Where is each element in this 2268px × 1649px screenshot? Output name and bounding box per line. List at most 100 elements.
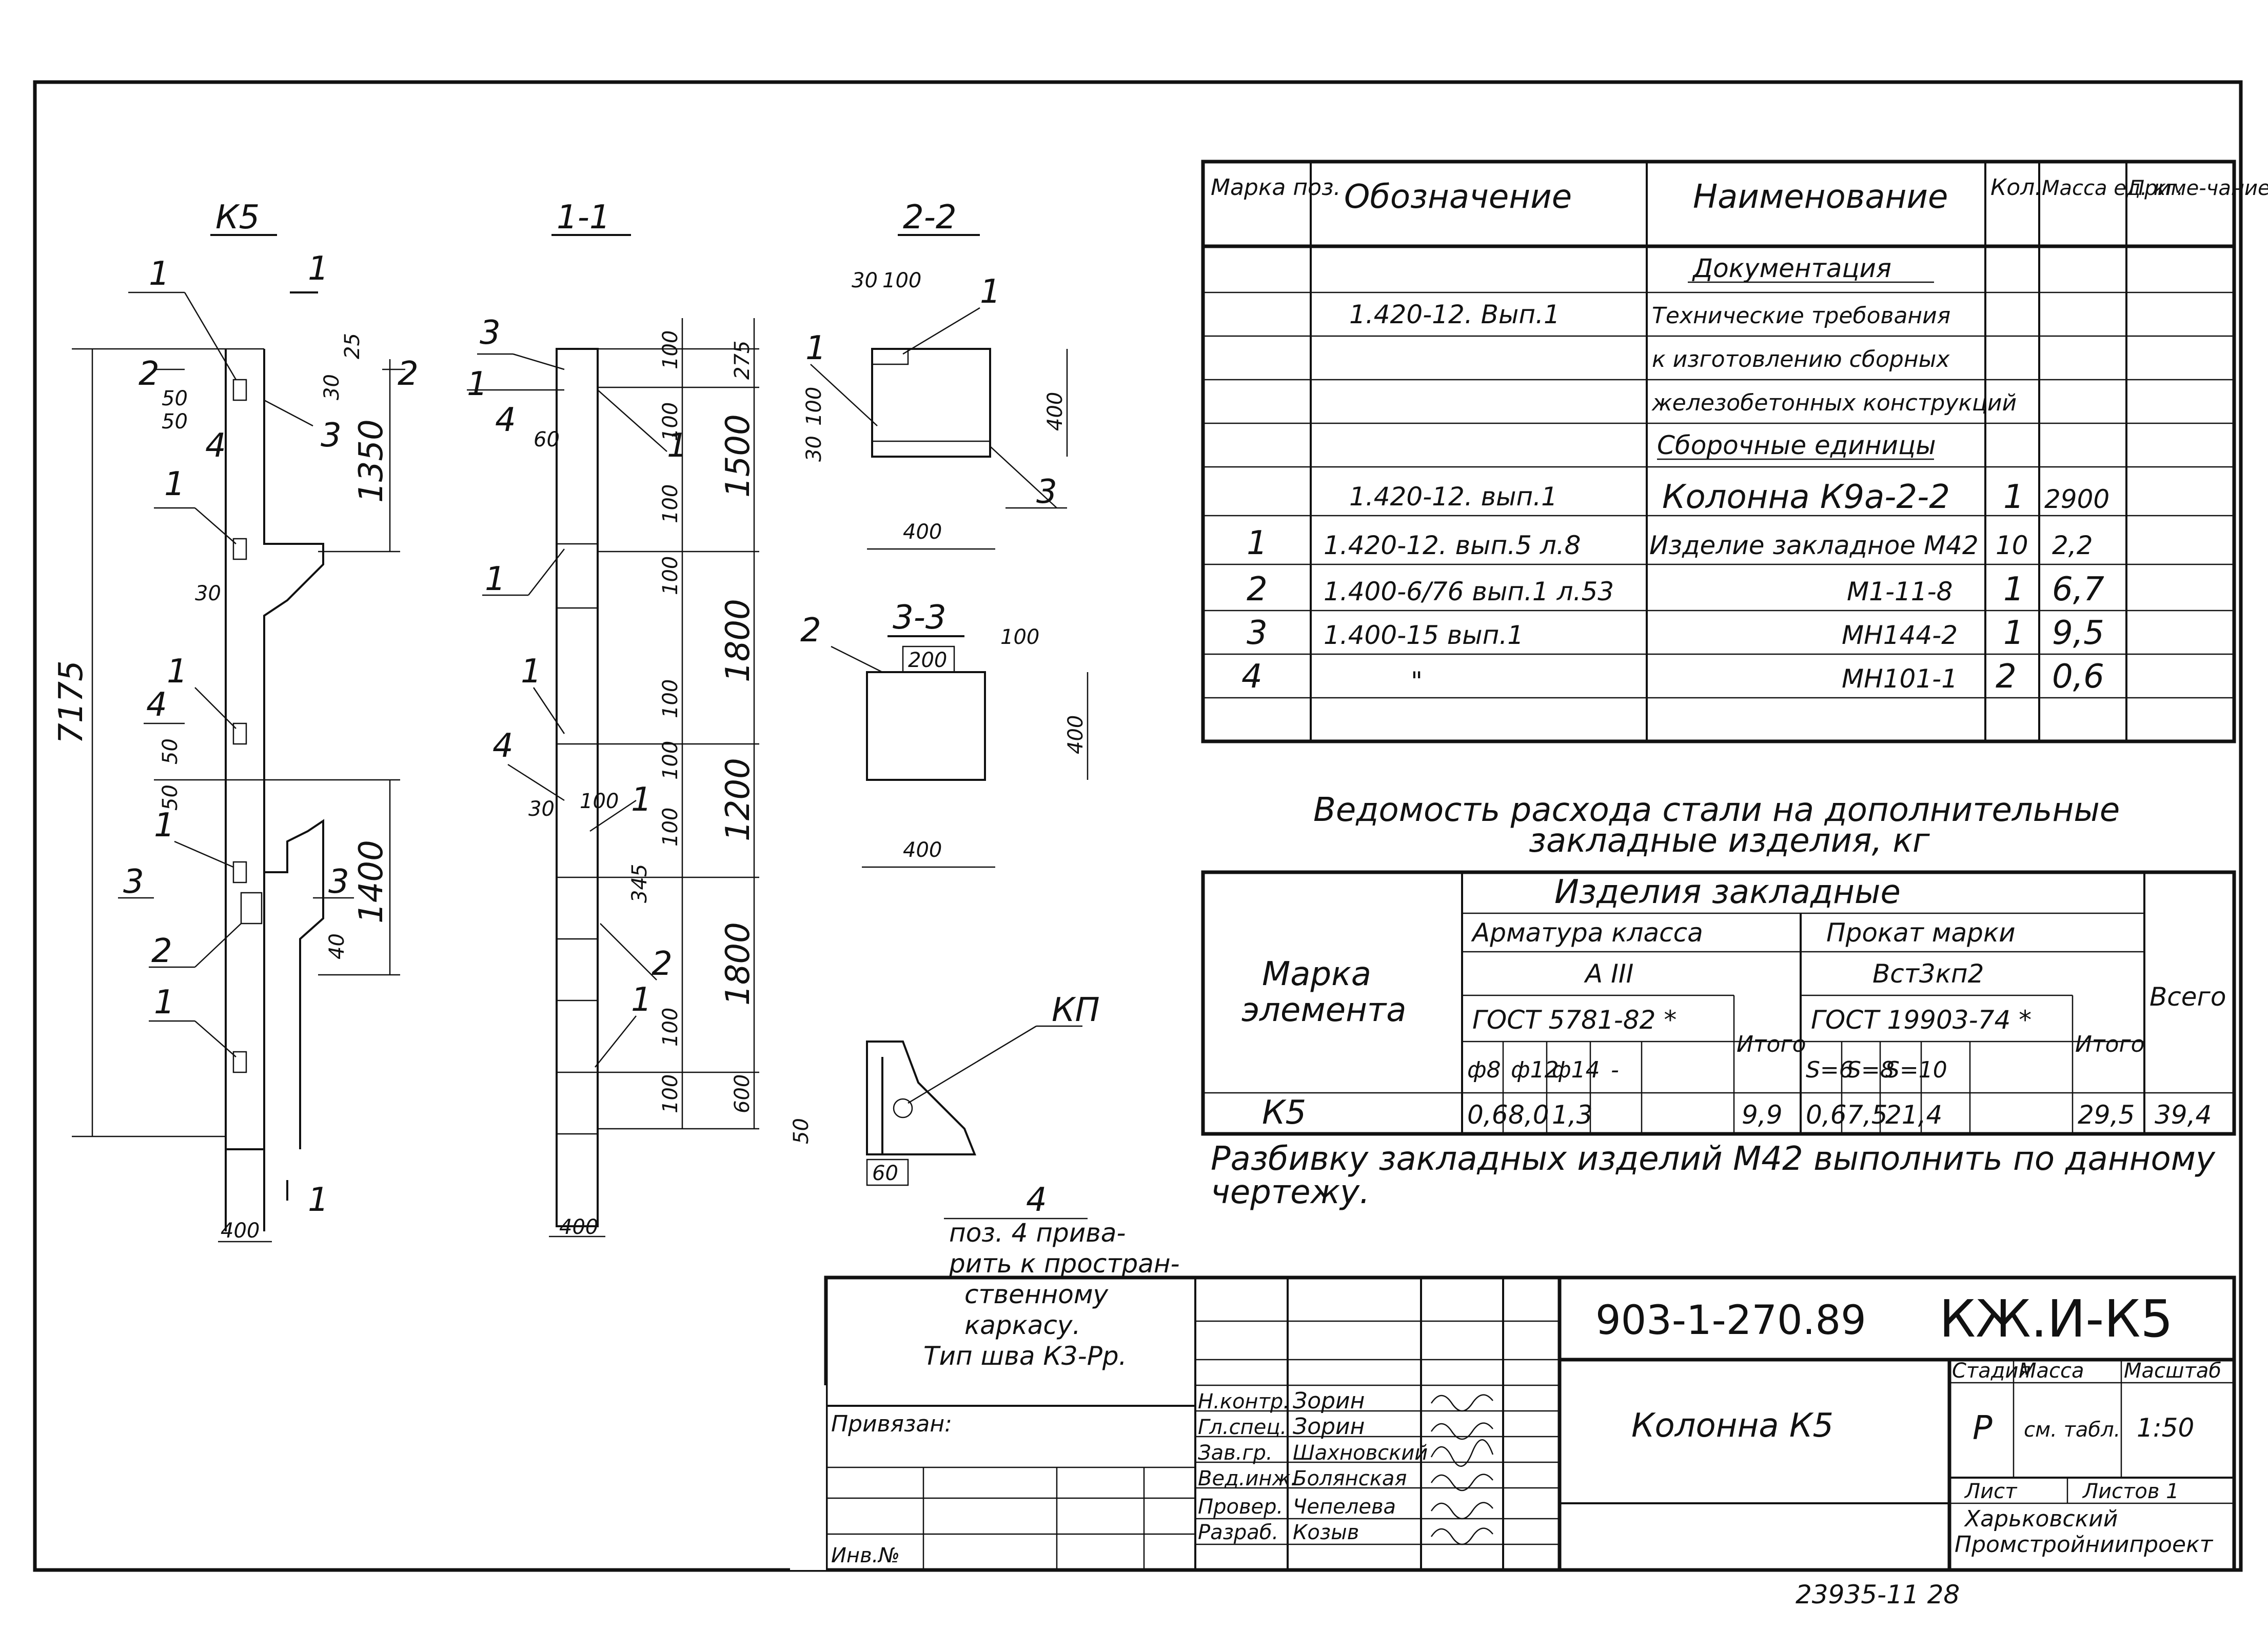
- steel-arm-header: Арматура класса: [1471, 918, 1703, 948]
- item-name: Колонна К5: [1631, 1407, 1833, 1445]
- svg-text:275: 275: [731, 341, 754, 380]
- spec-row-6-mark: 1: [1247, 524, 1268, 562]
- spec-row-6-mass: 2,2: [2052, 531, 2093, 560]
- svg-text:Зорин: Зорин: [1293, 1388, 1365, 1414]
- svg-text:100: 100: [659, 808, 682, 847]
- spec-header-designation: Обозначение: [1344, 178, 1572, 216]
- svg-text:25: 25: [341, 333, 364, 359]
- svg-text:4: 4: [495, 401, 516, 439]
- svg-text:30: 30: [528, 797, 555, 821]
- svg-text:29,5: 29,5: [2078, 1100, 2135, 1130]
- svg-text:-: -: [1611, 1057, 1619, 1083]
- spec-row-2-name: к изготовлению сборных: [1652, 346, 1950, 372]
- svg-text:1: 1: [154, 807, 175, 845]
- svg-text:30: 30: [195, 582, 221, 605]
- spec-row-9-des: ": [1411, 666, 1423, 696]
- weld-note-4: каркасу.: [964, 1310, 1080, 1340]
- svg-text:60: 60: [872, 1162, 898, 1185]
- svg-text:Лист: Лист: [1964, 1480, 2018, 1503]
- svg-text:2: 2: [800, 612, 821, 650]
- svg-text:1: 1: [631, 781, 652, 819]
- svg-text:3: 3: [328, 863, 349, 901]
- svg-text:1:50: 1:50: [2137, 1413, 2194, 1443]
- svg-text:Провер.: Провер.: [1198, 1495, 1283, 1519]
- spec-row-7-mark: 2: [1247, 571, 1268, 608]
- svg-text:Гл.спец.: Гл.спец.: [1198, 1416, 1287, 1439]
- steel-title-2: закладные изделия, кг: [1529, 822, 1930, 860]
- svg-text:100: 100: [659, 556, 682, 595]
- svg-text:9,9: 9,9: [1742, 1100, 1783, 1130]
- steel-row-mark: К5: [1262, 1094, 1306, 1132]
- svg-text:100: 100: [659, 484, 682, 523]
- spec-row-8-mark: 3: [1247, 614, 1268, 652]
- spec-row-7-des: 1.400-6/76 вып.1 л.53: [1324, 577, 1614, 606]
- steel-title-1: Ведомость расхода стали на дополнительны…: [1313, 791, 2120, 829]
- steel-itogo-1: Итого: [1737, 1031, 1806, 1057]
- view-kp-detail: КП 50 60 4 поз. 4 прива- рить к простран…: [790, 991, 1180, 1371]
- view-s11-title: 1-1: [557, 199, 610, 237]
- view-k5: К5 7175 1350 30 25 1400 40 400 30: [52, 199, 419, 1243]
- view-s22-title: 2-2: [903, 199, 957, 237]
- view-s33-title: 3-3: [893, 599, 946, 637]
- note-line-2: чертежу.: [1211, 1173, 1370, 1211]
- svg-text:4: 4: [492, 727, 514, 765]
- svg-text:50: 50: [790, 1118, 813, 1144]
- svg-text:100: 100: [882, 269, 921, 292]
- svg-text:8,0: 8,0: [1508, 1100, 1549, 1130]
- svg-text:1200: 1200: [719, 758, 757, 841]
- spec-table: Марка поз. Обозначение Наименование Кол.…: [1201, 160, 2268, 743]
- svg-text:200: 200: [908, 649, 947, 672]
- spec-row-3-name: железобетонных конструкций: [1651, 390, 2017, 416]
- spec-row-7-qty: 1: [2003, 571, 2024, 608]
- view-section-2-2: 2-2 30 100 1 1 30 100 400 400 3: [802, 199, 1068, 550]
- svg-text:400: 400: [903, 838, 942, 862]
- svg-text:Стадия: Стадия: [1952, 1359, 2030, 1383]
- view-k5-title: К5: [215, 199, 260, 237]
- svg-text:400: 400: [1043, 392, 1067, 431]
- privyazan-label: Привязан:: [831, 1411, 952, 1437]
- svg-text:100: 100: [659, 741, 682, 780]
- svg-text:4: 4: [1026, 1181, 1047, 1219]
- svg-text:Р: Р: [1973, 1409, 1993, 1447]
- spec-row-5-mass: 2900: [2044, 484, 2109, 514]
- svg-text:Вед.инж.: Вед.инж.: [1198, 1467, 1297, 1490]
- svg-text:Зорин: Зорин: [1293, 1414, 1365, 1440]
- svg-text:30: 30: [802, 436, 826, 462]
- svg-text:100: 100: [659, 1008, 682, 1047]
- svg-text:100: 100: [580, 790, 619, 813]
- svg-text:Масштаб: Масштаб: [2124, 1359, 2221, 1383]
- svg-text:Чепелева: Чепелева: [1293, 1495, 1396, 1519]
- spec-row-8-des: 1.400-15 вып.1: [1324, 620, 1524, 650]
- svg-text:39,4: 39,4: [2155, 1100, 2212, 1130]
- svg-text:50: 50: [162, 387, 188, 410]
- svg-text:1: 1: [631, 981, 652, 1019]
- spec-row-docs: Документация: [1692, 253, 1891, 283]
- svg-text:3: 3: [123, 863, 144, 901]
- steel-table: Ведомость расхода стали на дополнительны…: [1201, 791, 2236, 1136]
- doc-code: 903-1-270.89: [1595, 1298, 1866, 1344]
- steel-gost1: ГОСТ 5781-82 *: [1472, 1005, 1677, 1035]
- svg-text:2: 2: [151, 932, 172, 970]
- spec-row-7-mass: 6,7: [2052, 571, 2104, 608]
- spec-row-8-name: МН144-2: [1842, 620, 1958, 650]
- spec-row-8-mass: 9,5: [2052, 614, 2104, 652]
- svg-text:Зав.гр.: Зав.гр.: [1198, 1441, 1273, 1465]
- svg-text:400: 400: [221, 1219, 260, 1243]
- svg-text:1: 1: [467, 365, 488, 403]
- svg-text:1800: 1800: [719, 599, 757, 682]
- spec-row-6-des: 1.420-12. вып.5 л.8: [1324, 531, 1581, 560]
- svg-text:КП: КП: [1052, 991, 1100, 1029]
- weld-note-2: рить к простран-: [949, 1249, 1180, 1279]
- svg-text:ф14: ф14: [1552, 1057, 1600, 1083]
- svg-text:1: 1: [164, 465, 185, 503]
- svg-text:Листов 1: Листов 1: [2082, 1480, 2179, 1503]
- spec-header-note: Приме-чание: [2129, 176, 2268, 200]
- svg-text:1: 1: [149, 255, 170, 293]
- svg-text:2: 2: [139, 355, 160, 393]
- steel-arm-class: А III: [1584, 959, 1633, 989]
- svg-text:3: 3: [480, 314, 501, 352]
- steel-group-header: Изделия закладные: [1554, 873, 1901, 911]
- svg-text:50: 50: [162, 410, 188, 434]
- svg-text:1: 1: [308, 1181, 329, 1219]
